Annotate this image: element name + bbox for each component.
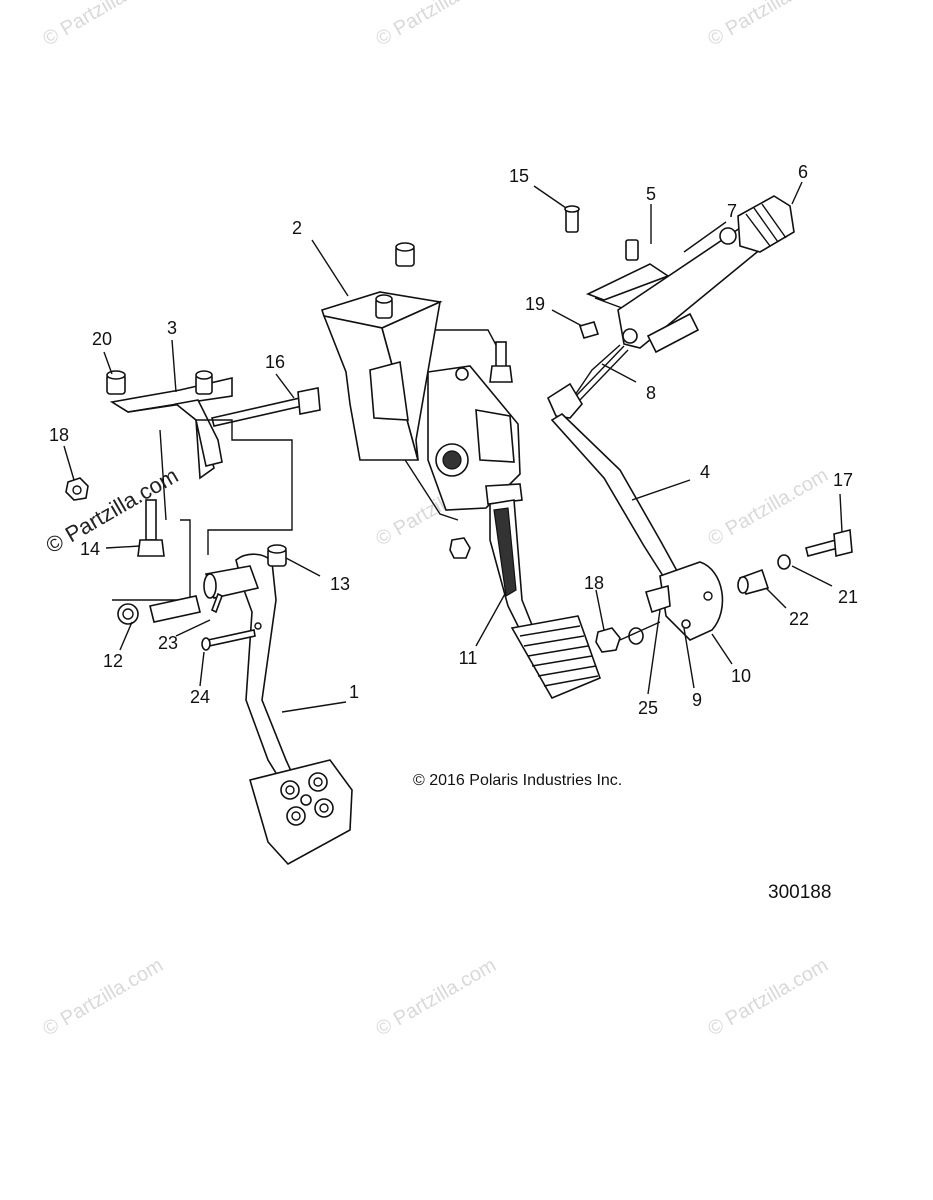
bushing-20 <box>106 370 126 395</box>
nut-19 <box>578 321 600 339</box>
plate-10 <box>659 561 724 641</box>
nut-throttle-lower <box>449 537 471 559</box>
bolt-17 <box>805 528 853 558</box>
callout-22: 22 <box>788 609 810 629</box>
callout-2: 2 <box>291 218 303 238</box>
nut-top-bracket <box>195 370 213 395</box>
callout-12: 12 <box>102 651 124 671</box>
callout-8: 8 <box>645 383 657 403</box>
handle-6 <box>617 195 795 354</box>
pin-24 <box>201 629 256 651</box>
lever-4 <box>546 382 683 592</box>
callout-17: 17 <box>832 470 854 490</box>
callout-20: 20 <box>91 329 113 349</box>
leader-lines <box>63 181 843 713</box>
callout-6: 6 <box>797 162 809 182</box>
callout-5: 5 <box>645 184 657 204</box>
bushing-12 <box>117 595 201 625</box>
callout-18-right: 18 <box>583 573 605 593</box>
nut-18-right <box>595 621 661 653</box>
washer-21 <box>777 554 791 570</box>
clip-25 <box>644 584 671 614</box>
callout-13: 13 <box>329 574 351 594</box>
callout-7: 7 <box>726 201 738 221</box>
callout-23: 23 <box>157 633 179 653</box>
brake-pedal-1 <box>235 553 353 866</box>
bolt-16 <box>211 387 321 427</box>
callout-15: 15 <box>508 166 530 186</box>
callout-19: 19 <box>524 294 546 314</box>
clip-23 <box>210 592 224 614</box>
callout-21: 21 <box>837 587 859 607</box>
bolt-14 <box>137 499 165 557</box>
bolt-bracket-right <box>489 341 513 383</box>
spacer-22 <box>737 568 770 595</box>
callout-14: 14 <box>79 539 101 559</box>
diagram-number: 300188 <box>768 882 832 903</box>
rod-8 <box>573 345 629 403</box>
nut-18-left <box>65 477 89 501</box>
pivot-tube <box>203 565 260 599</box>
copyright-notice: © 2016 Polaris Industries Inc. <box>413 772 623 789</box>
callout-3: 3 <box>166 318 178 338</box>
mounting-bracket-3 <box>109 376 233 521</box>
callout-11: 11 <box>458 648 478 668</box>
callout-9: 9 <box>691 690 703 710</box>
callout-10: 10 <box>730 666 752 686</box>
callout-24: 24 <box>189 687 211 707</box>
callout-4: 4 <box>699 462 711 482</box>
bracket-5 <box>585 239 670 301</box>
callout-1: 1 <box>348 682 360 702</box>
bushing-13 <box>267 544 287 567</box>
bolt-top-bracket <box>395 242 415 267</box>
nut-bracket-2 <box>375 294 393 319</box>
bolt-15 <box>564 205 580 233</box>
callout-18-left: 18 <box>48 425 70 445</box>
callout-25: 25 <box>637 698 659 718</box>
throttle-pedal-11 <box>427 365 602 700</box>
pin-9 <box>681 619 691 629</box>
callout-16: 16 <box>264 352 286 372</box>
